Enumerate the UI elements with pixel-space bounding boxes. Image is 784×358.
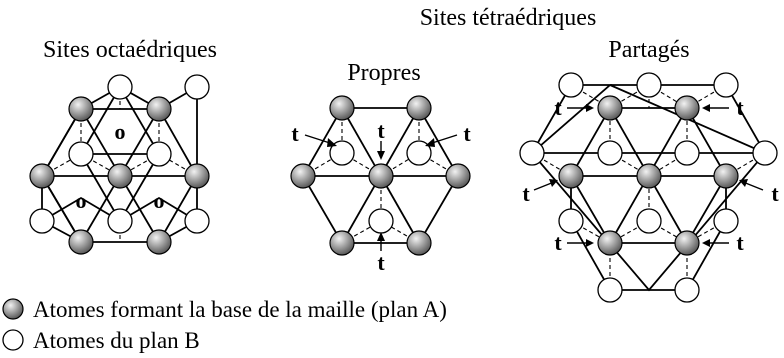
plane-b-atom: [636, 208, 662, 234]
plane-a-atom: [597, 95, 623, 121]
octahedral-site-label: o: [76, 188, 87, 213]
tetrahedral-site-label: t: [291, 121, 299, 146]
partages-site-arrows: [533, 104, 764, 247]
arrow-head: [377, 151, 385, 160]
plane-b-atom: [674, 277, 700, 303]
propres-site-arrows: [304, 134, 458, 251]
arrow-head: [327, 138, 337, 147]
tetrahedral-site-label: t: [554, 230, 562, 255]
plane-b-atom: [406, 140, 432, 166]
plane-a-atom: [674, 95, 700, 121]
arrow-head: [586, 104, 594, 112]
tetrahedral-site-label: t: [736, 230, 744, 255]
tetrahedral-site-label: t: [522, 181, 530, 206]
plane-b-atom: [107, 74, 133, 100]
plane-a-atom: [558, 163, 584, 189]
tetrahedral-site-label: t: [771, 181, 779, 206]
octahedral-plane-b-atoms: [29, 74, 210, 234]
propres-site-labels: t t t t: [291, 118, 471, 275]
tetrahedral-site-label: t: [463, 121, 471, 146]
plane-a-atom: [68, 96, 94, 122]
plane-b-atom: [558, 208, 584, 234]
plane-a-atom: [146, 96, 172, 122]
propres-panel: t t t t: [290, 95, 471, 275]
legend-plane-b-swatch: [2, 329, 24, 351]
tetrahedral-site-label: t: [736, 95, 744, 120]
legend: Atomes formant la base de la maille (pla…: [2, 297, 447, 353]
plane-b-atom: [674, 140, 700, 166]
plane-a-atom: [290, 163, 316, 189]
plane-b-triangle: [530, 152, 767, 292]
arrow-head: [586, 239, 594, 247]
plane-a-atom: [107, 163, 133, 189]
octahedral-sites-title: Sites octaédriques: [43, 37, 217, 63]
octahedral-site-labels: o o o: [76, 119, 165, 213]
plane-a-atom: [597, 230, 623, 256]
plane-a-atom: [329, 230, 355, 256]
plane-a-atom: [184, 163, 210, 189]
propres-plane-a-atoms: [290, 95, 471, 256]
legend-plane-b-label: Atomes du plan B: [33, 328, 200, 353]
plane-b-atom: [636, 72, 662, 98]
plane-a-atom: [146, 229, 172, 255]
octahedral-site-label: o: [154, 188, 165, 213]
octahedral-site-label: o: [115, 119, 126, 144]
octahedral-plane-a-atoms: [29, 96, 210, 255]
plane-b-edge: [570, 220, 727, 291]
legend-plane-a-swatch: [2, 298, 24, 320]
plane-b-atom: [752, 140, 778, 166]
plane-b-atom: [329, 140, 355, 166]
plane-b-atom: [184, 208, 210, 234]
arrow-head: [549, 179, 558, 187]
plane-b-atom: [597, 277, 623, 303]
arrow-head: [739, 179, 748, 187]
plane-a-atom: [368, 163, 394, 189]
plane-a-atom: [29, 163, 55, 189]
plane-b-triangle: [531, 84, 613, 154]
arrow-head: [377, 232, 385, 241]
arrow-head: [702, 104, 710, 112]
tetrahedral-site-label: t: [377, 250, 385, 275]
propres-plane-b-atoms: [329, 140, 432, 234]
plane-b-atom: [558, 72, 584, 98]
plane-b-atom: [713, 72, 739, 98]
plane-a-atom: [445, 163, 471, 189]
tetrahedral-sites-header: Sites tétraédriques: [420, 5, 597, 31]
plane-b-atom: [29, 208, 55, 234]
propres-title: Propres: [347, 60, 420, 86]
plane-b-atom: [713, 208, 739, 234]
plane-b-atom: [597, 140, 623, 166]
plane-a-edge: [119, 86, 160, 155]
plane-b-atom: [368, 208, 394, 234]
plane-a-atom: [406, 230, 432, 256]
plane-b-triangle: [79, 153, 161, 223]
arrow-head: [702, 239, 710, 247]
partages-plane-a-atoms: [558, 95, 739, 256]
octahedral-panel: o o o: [29, 74, 210, 255]
plane-a-edge: [80, 86, 121, 155]
plane-a-atom: [713, 163, 739, 189]
plane-a-atom: [674, 230, 700, 256]
plane-a-atom: [68, 229, 94, 255]
tetrahedral-site-label: t: [554, 95, 562, 120]
plane-a-atom: [329, 95, 355, 121]
plane-b-atom: [68, 141, 94, 167]
arrow-head: [425, 138, 435, 147]
partages-site-labels: t t t t t t: [522, 95, 779, 255]
plane-b-atom: [146, 141, 172, 167]
plane-a-atom: [406, 95, 432, 121]
partages-panel: t t t t t t: [519, 72, 779, 303]
partages-plane-b-atoms: [519, 72, 778, 303]
plane-b-atom: [519, 140, 545, 166]
legend-plane-a-label: Atomes formant la base de la maille (pla…: [33, 297, 447, 322]
partages-title: Partagés: [608, 37, 689, 63]
tetrahedral-site-label: t: [377, 118, 385, 143]
plane-b-atom: [107, 208, 133, 234]
plane-a-atom: [636, 163, 662, 189]
plane-b-atom: [184, 74, 210, 100]
